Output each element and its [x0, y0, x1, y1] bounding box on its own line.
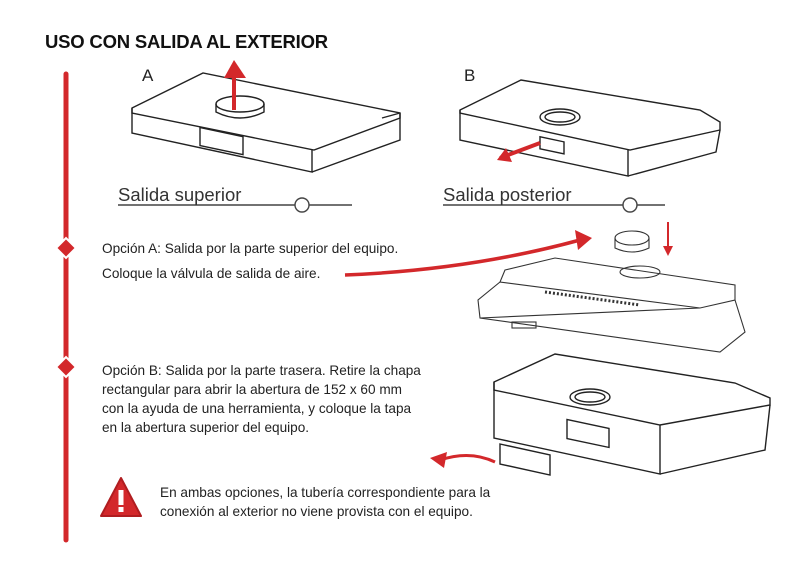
timeline-diamond-b	[54, 355, 78, 379]
figure-b-label: B	[464, 66, 476, 85]
hood-a-illustration	[118, 72, 401, 213]
warning-text: En ambas opciones, la tubería correspond…	[160, 483, 490, 521]
option-b-line: con la ayuda de una herramienta, y coloq…	[102, 401, 412, 416]
curved-arrow-a-icon	[344, 230, 592, 277]
arrow-down-icon	[663, 222, 673, 256]
option-b-line: Opción B: Salida por la parte trasera. R…	[102, 363, 421, 378]
warning-line: conexión al exterior no viene provista c…	[160, 504, 473, 519]
option-b-line: en la abertura superior del equipo.	[102, 420, 310, 435]
warning-icon	[100, 477, 142, 517]
figure-b-caption: Salida posterior	[443, 184, 572, 205]
option-b-line: rectangular para abrir la abertura de 15…	[102, 382, 402, 397]
hood-option-b-illustration	[493, 353, 771, 476]
arrow-up-icon	[224, 60, 246, 110]
figure-a-caption: Salida superior	[118, 184, 242, 205]
option-a-line-2: Coloque la válvula de salida de aire.	[102, 266, 321, 281]
hood-option-a-illustration	[477, 230, 746, 353]
warning-line: En ambas opciones, la tubería correspond…	[160, 485, 491, 500]
option-a-line-1: Opción A: Salida por la parte superior d…	[102, 241, 399, 256]
arrow-back-icon	[497, 141, 541, 162]
figure-a-label: A	[142, 66, 154, 85]
timeline	[54, 71, 78, 543]
curved-arrow-b-icon	[430, 452, 496, 468]
timeline-diamond-a	[54, 236, 78, 260]
page-title: USO CON SALIDA AL EXTERIOR	[45, 31, 328, 52]
option-b-text: Opción B: Salida por la parte trasera. R…	[102, 361, 421, 437]
hood-b-illustration	[443, 79, 721, 213]
